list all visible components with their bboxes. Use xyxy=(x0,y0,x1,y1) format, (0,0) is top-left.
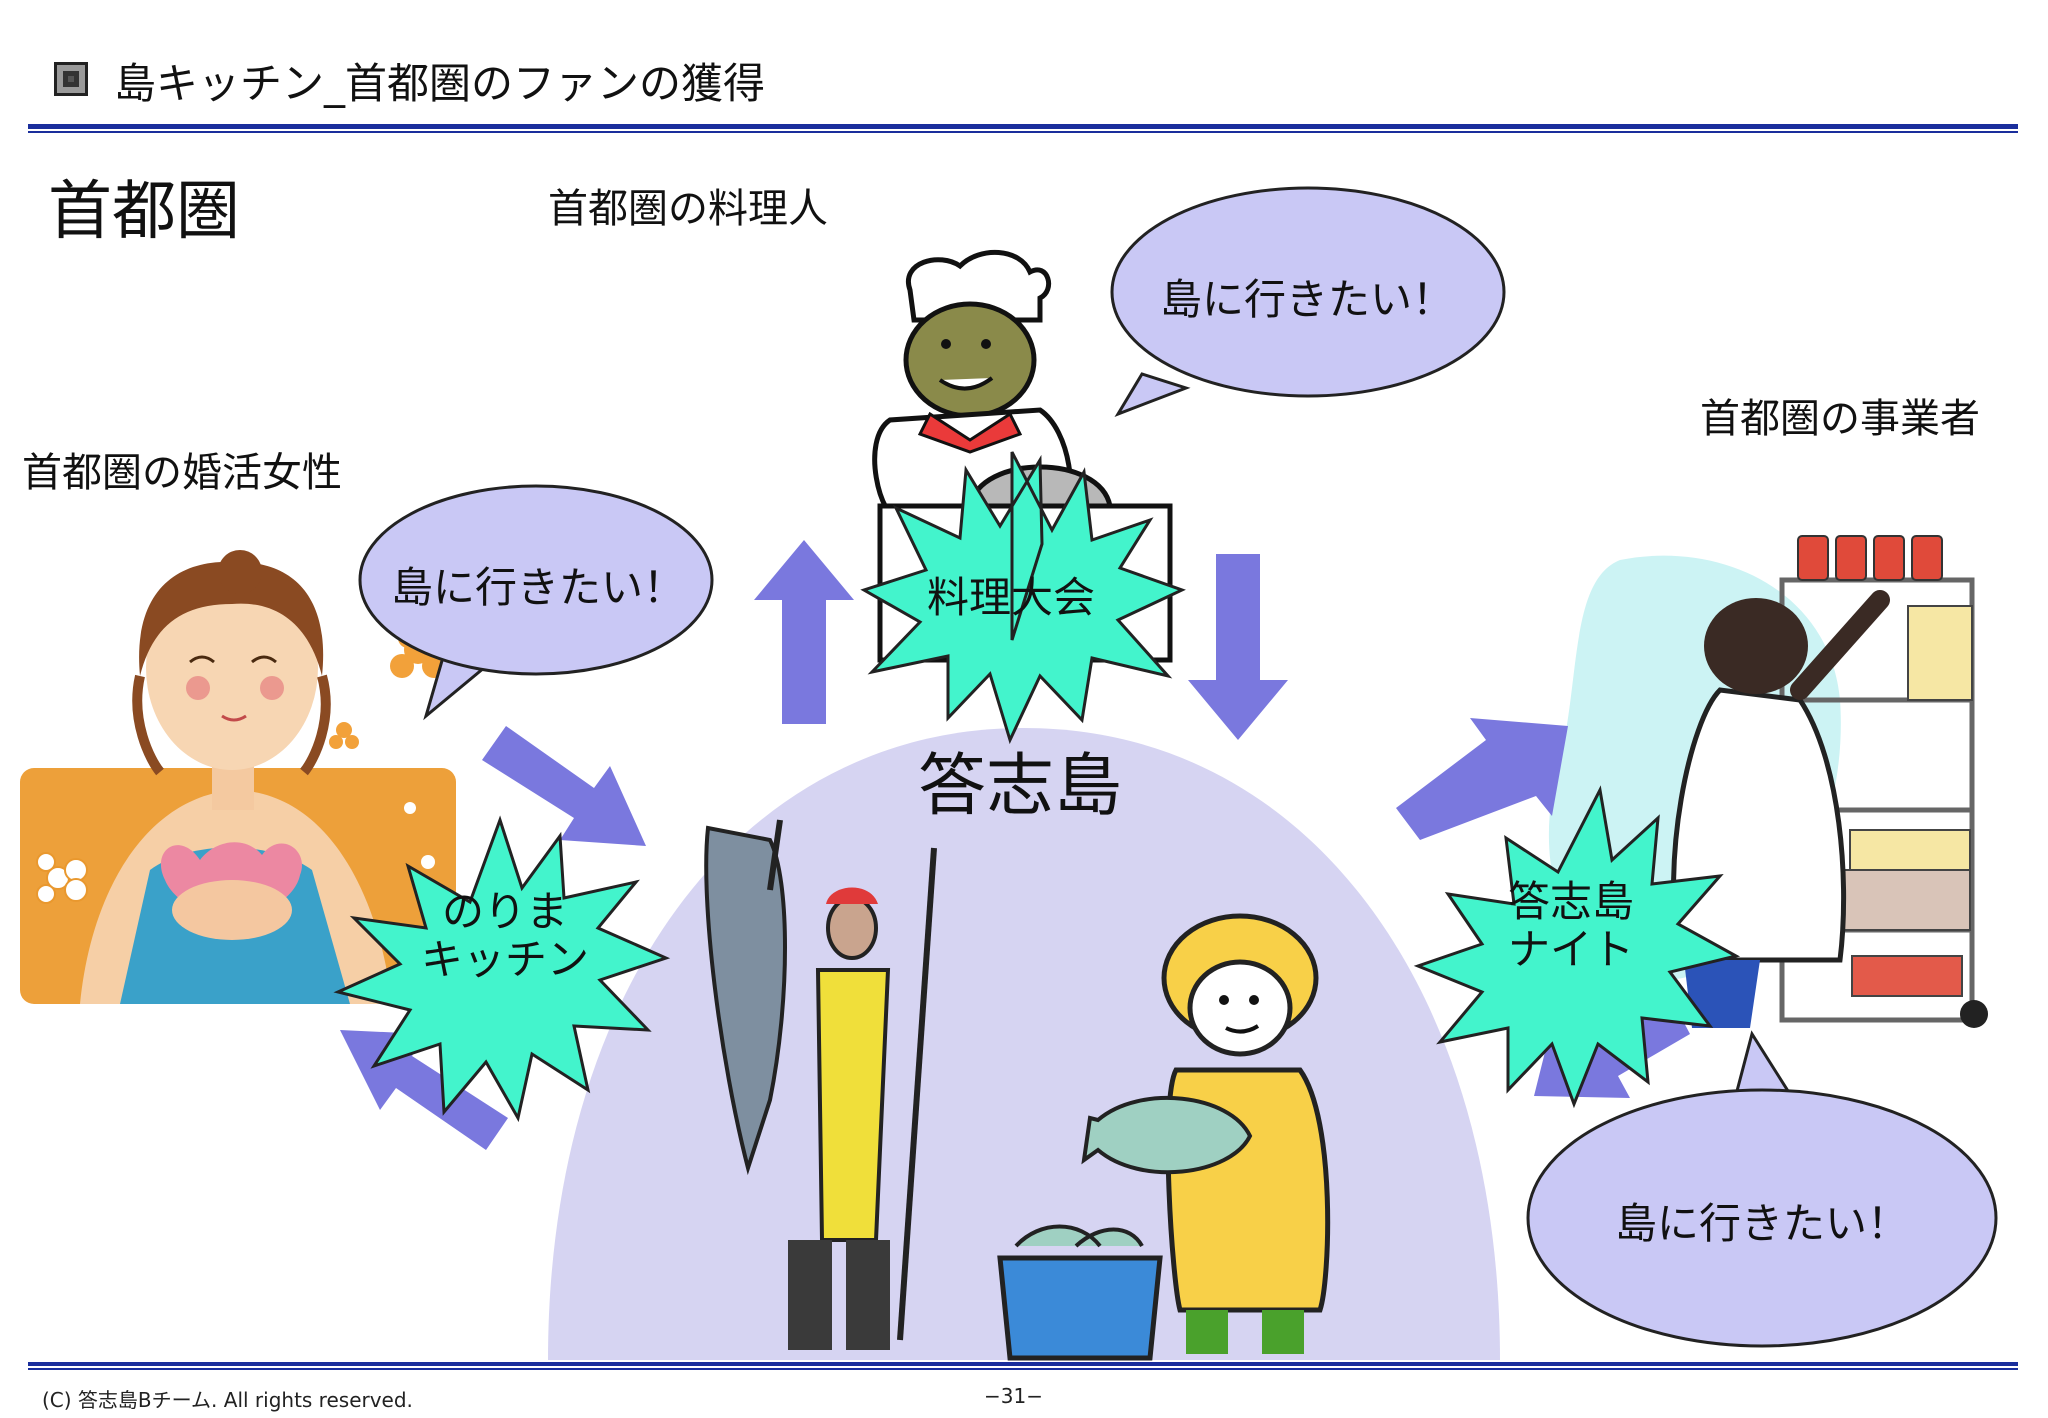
business-label: 首都圏の事業者 xyxy=(1700,396,1980,442)
footer-rule-thin xyxy=(28,1368,2018,1370)
burst-toshijima-night xyxy=(1413,785,1741,1109)
burst-cooking-contest xyxy=(860,451,1186,745)
event-norima-kitchen: のりま キッチン xyxy=(420,887,589,985)
fisherman-illustration xyxy=(704,819,937,1350)
title-bar: 島キッチン_首都圏のファンの獲得 xyxy=(28,44,2018,124)
flower-icon xyxy=(36,852,88,904)
bubble-text-business: 島に行きたい！ xyxy=(1614,1199,1909,1248)
event-cooking-contest: 料理大会 xyxy=(926,573,1095,622)
header-rule xyxy=(28,124,2018,129)
event-toshijima-night: 答志島 ナイト xyxy=(1507,877,1634,975)
fisher-yellow-illustration xyxy=(1081,913,1331,1354)
square-bullet-icon xyxy=(54,62,88,96)
arrow-up-to-chef xyxy=(754,540,854,724)
speech-bubble-chef xyxy=(1110,186,1506,417)
arrow-to-island-from-woman xyxy=(482,726,646,846)
page-number: −31− xyxy=(984,1384,1043,1408)
woman-illustration xyxy=(80,550,392,1004)
slide-heading: 首都圏 xyxy=(48,175,240,249)
island-name: 答志島 xyxy=(918,747,1123,826)
bubble-text-woman: 島に行きたい！ xyxy=(390,563,685,612)
woman-label: 首都圏の婚活女性 xyxy=(22,450,342,496)
copyright: (C) 答志島Bチーム. All rights reserved. xyxy=(42,1388,413,1412)
burst-norima-kitchen xyxy=(333,815,671,1123)
speech-bubble-woman xyxy=(358,484,714,721)
bubble-text-chef: 島に行きたい！ xyxy=(1159,275,1454,324)
header-rule-thin xyxy=(28,131,2018,133)
arrow-down-from-chef xyxy=(1188,554,1288,740)
chef-label: 首都圏の料理人 xyxy=(548,186,828,232)
arrow-to-business xyxy=(1396,718,1568,840)
bucket-illustration xyxy=(997,1224,1163,1361)
slide-title: 島キッチン_首都圏のファンの獲得 xyxy=(114,59,766,108)
footer-rule xyxy=(28,1362,2018,1366)
speech-bubble-business xyxy=(1526,1030,1998,1348)
